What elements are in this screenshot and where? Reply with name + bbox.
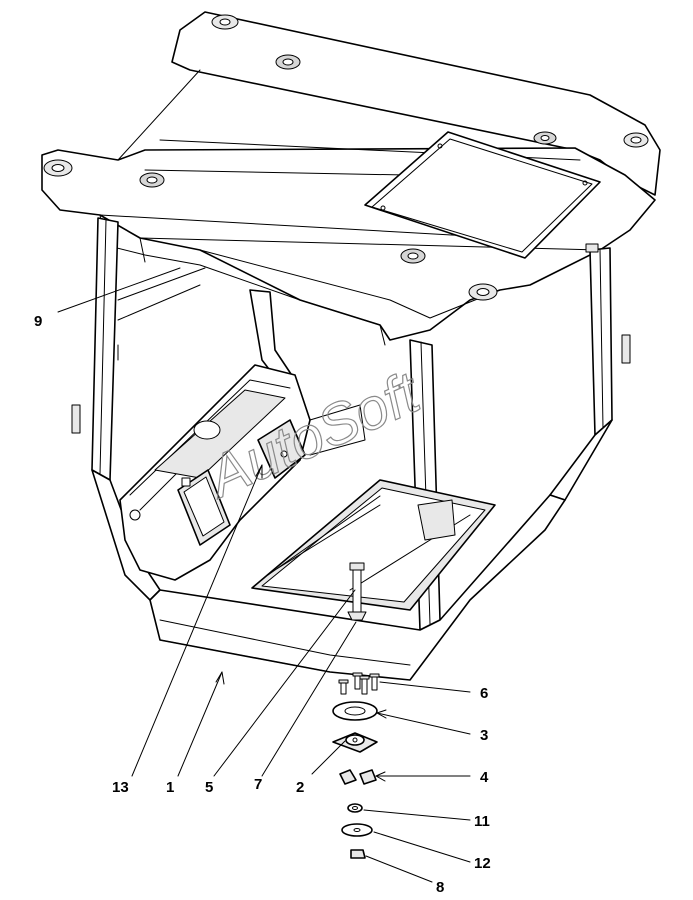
console	[119, 364, 366, 581]
callout-11: 11	[474, 813, 490, 830]
mount-bolt	[347, 562, 367, 621]
callout-12: 12	[474, 855, 491, 872]
mount-screws	[338, 672, 380, 695]
callout-3: 3	[480, 727, 488, 744]
washer-large	[341, 823, 373, 837]
callout-9: 9	[34, 313, 42, 330]
mount-plate	[332, 701, 378, 721]
roof	[41, 11, 661, 346]
mount-clips	[339, 769, 377, 785]
callout-4: 4	[480, 769, 489, 786]
callout-13: 13	[112, 779, 129, 796]
cab-floor	[149, 479, 566, 681]
callout-5: 5	[205, 779, 213, 796]
washer-small	[347, 803, 363, 813]
leader-lines	[57, 267, 471, 883]
callout-8: 8	[436, 879, 444, 896]
callout-2: 2	[296, 779, 304, 796]
rubber-mount	[332, 732, 378, 753]
callout-6: 6	[480, 685, 488, 702]
nut	[350, 849, 366, 859]
callout-1: 1	[166, 779, 174, 796]
callout-7: 7	[254, 776, 262, 793]
